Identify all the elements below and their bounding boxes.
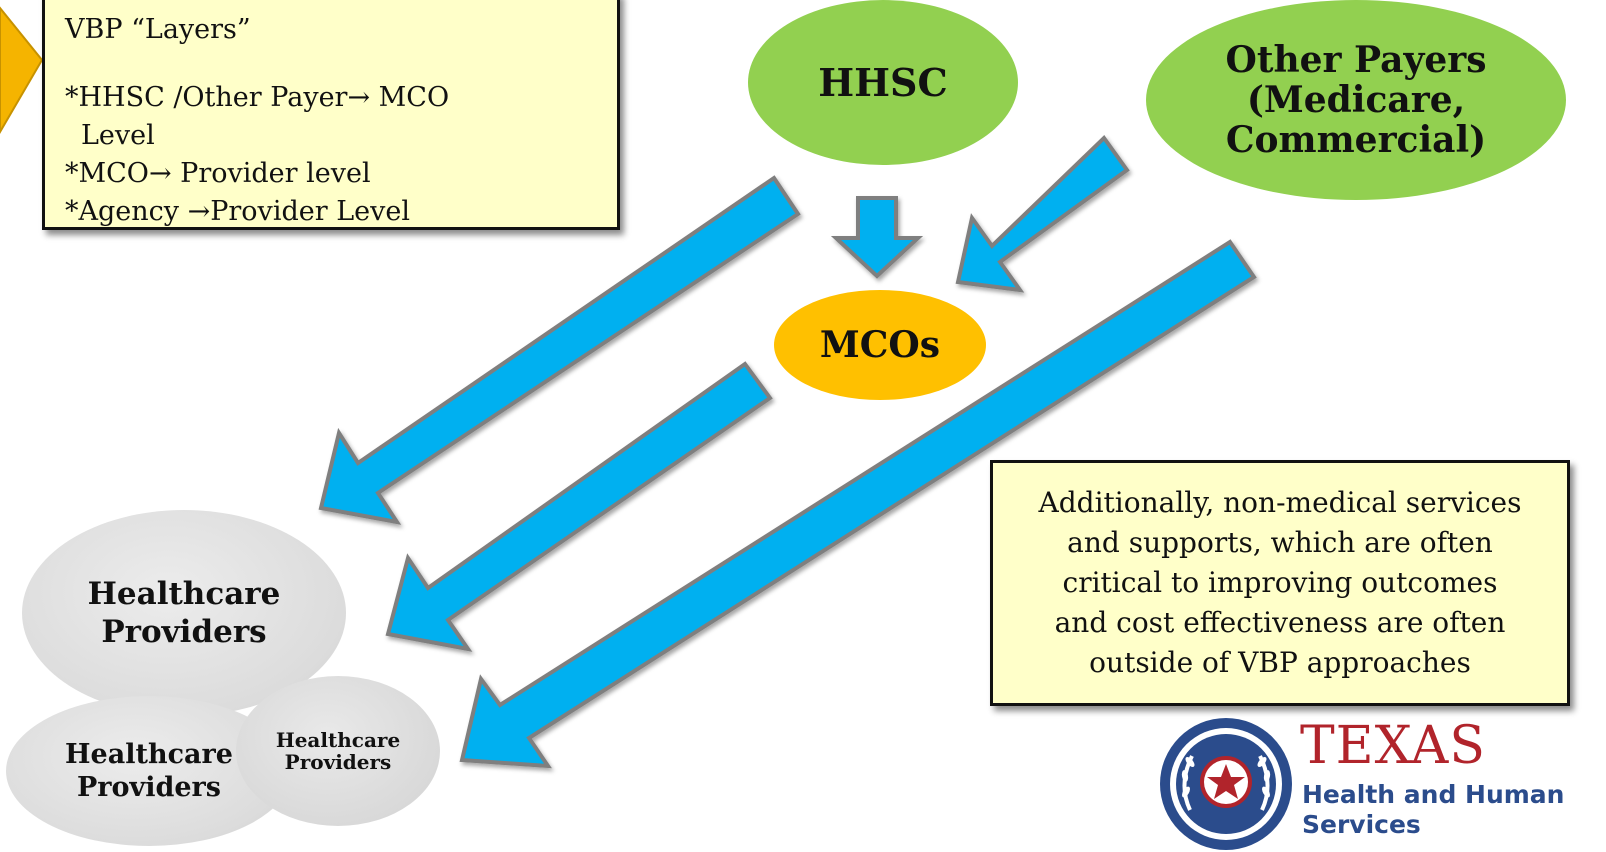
hhsc-node: HHSC	[748, 0, 1018, 165]
healthcare-providers-small: Healthcare Providers	[236, 676, 440, 826]
mcos-node: MCOs	[774, 290, 986, 400]
note-line-5: outside of VBP approaches	[1089, 646, 1471, 679]
other-payers-label-1: Other Payers	[1225, 39, 1487, 81]
other-payers-label-2: (Medicare,	[1246, 79, 1466, 121]
arrow-otherpayers-to-providers	[459, 239, 1257, 769]
arrow-mcos-to-providers	[385, 361, 773, 652]
providers-large-label-1: Healthcare	[87, 576, 281, 612]
other-payers-label-3: Commercial)	[1225, 119, 1487, 161]
hhsc-label: HHSC	[818, 60, 948, 105]
layer-agency-to-provider: *Agency →Provider Level	[65, 196, 410, 227]
logo-texas-text: TEXAS	[1300, 716, 1486, 776]
arrow-hhsc-to-providers	[318, 175, 801, 525]
providers-small-label-1: Healthcare	[275, 728, 401, 752]
logo-subtitle-1: Health and Human	[1302, 780, 1565, 809]
texas-seal-icon	[1160, 718, 1292, 850]
vbp-layers-note: VBP “Layers” *HHSC /Other Payer→ MCO Lev…	[42, 0, 620, 230]
layer-hhsc-to-mco-level: Level	[81, 120, 155, 151]
arrow-hhsc-to-mcos	[830, 196, 924, 279]
layer-hhsc-to-mco: *HHSC /Other Payer→ MCO	[65, 82, 450, 113]
decorative-yellow-arrow	[0, 6, 44, 134]
note-line-4: and cost effectiveness are often	[1054, 606, 1506, 639]
texas-hhs-logo: TEXAS Health and Human Services	[1156, 712, 1576, 850]
arrow-otherpayers-to-mcos	[955, 134, 1130, 293]
providers-small-label-2: Providers	[284, 750, 392, 774]
vbp-layers-title: VBP “Layers”	[65, 14, 251, 45]
non-medical-services-note: Additionally, non-medical services and s…	[990, 460, 1570, 706]
other-payers-node: Other Payers (Medicare, Commercial)	[1146, 0, 1566, 200]
mcos-label: MCOs	[819, 324, 941, 366]
providers-medium-label-1: Healthcare	[65, 739, 233, 770]
providers-medium-label-2: Providers	[77, 772, 221, 803]
logo-subtitle-2: Services	[1302, 810, 1421, 839]
layer-mco-to-provider: *MCO→ Provider level	[65, 158, 371, 189]
note-line-2: and supports, which are often	[1067, 526, 1493, 559]
note-line-1: Additionally, non-medical services	[1038, 486, 1522, 519]
logo-subtitle: Health and Human Services	[1302, 780, 1564, 840]
providers-large-label-2: Providers	[101, 614, 267, 650]
note-line-3: critical to improving outcomes	[1062, 566, 1498, 599]
healthcare-providers-large: Healthcare Providers	[22, 510, 346, 716]
